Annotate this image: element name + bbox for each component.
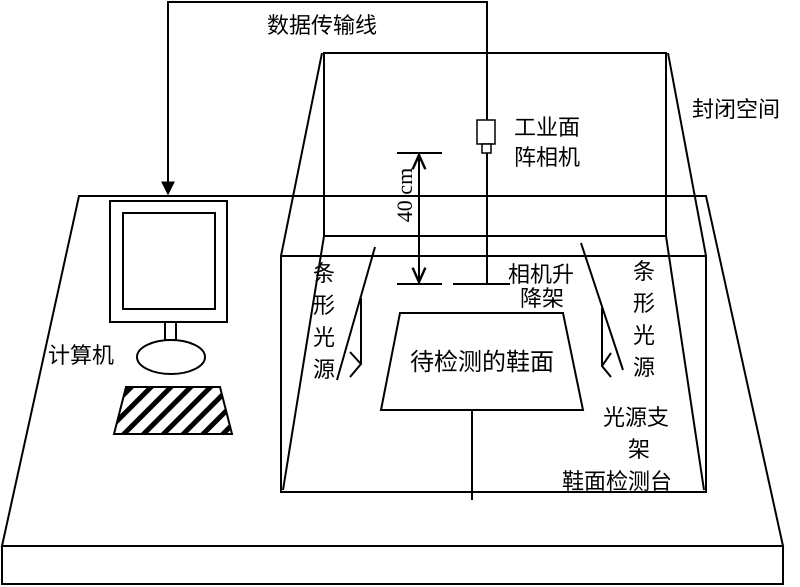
distance-label: 40 cm — [392, 168, 417, 222]
light-bracket-label-line2: 架 — [628, 438, 650, 463]
monitor-icon — [109, 200, 228, 323]
table — [0, 195, 785, 585]
distance-dimension: 40 cm — [392, 152, 442, 285]
strip-light-left-char: 形 — [313, 294, 335, 319]
strip-light-right-char: 光 — [633, 324, 655, 349]
strip-light-left-char: 条 — [313, 262, 335, 287]
camera-body-icon — [476, 119, 496, 145]
enclosure-label: 封闭空间 — [692, 98, 780, 123]
camera-label-line1: 工业面 — [514, 116, 580, 141]
camera-lift: 相机升 降架 — [453, 263, 574, 312]
enclosure-back-panel — [323, 52, 667, 237]
lift-label-line2: 降架 — [520, 287, 564, 312]
strip-light-right: 条 形 光 源 光源支 架 — [580, 242, 669, 463]
lift-label-line1: 相机升 — [508, 263, 574, 288]
inspection-table-label: 鞋面检测台 — [562, 470, 672, 495]
computer-label: 计算机 — [48, 344, 114, 369]
shoe-upper-label: 待检测的鞋面 — [410, 348, 554, 376]
monitor-base — [136, 339, 206, 375]
monitor-neck — [164, 321, 177, 341]
shoe-upper-shape — [379, 312, 585, 411]
camera-label-line2: 阵相机 — [514, 146, 580, 171]
enclosure: 封闭空间 — [280, 52, 780, 257]
keyboard-icon — [112, 386, 234, 435]
computer: 计算机 — [48, 200, 234, 435]
table-front-edge — [1, 545, 784, 585]
strip-light-right-char: 源 — [633, 356, 655, 381]
shoe-upper: 待检测的鞋面 — [379, 312, 585, 411]
camera-lens-icon — [481, 143, 492, 154]
inspection-table-box — [280, 255, 707, 493]
monitor-screen — [122, 212, 216, 310]
strip-light-left-icon — [349, 298, 362, 378]
strip-light-left-char: 光 — [313, 326, 335, 351]
strip-light-left: 条 形 光 源 — [313, 246, 376, 383]
strip-light-right-char: 形 — [633, 292, 655, 317]
strip-light-right-char: 条 — [633, 260, 655, 285]
data-cable-label: 数据传输线 — [267, 14, 377, 39]
inspection-table: 鞋面检测台 — [280, 235, 707, 500]
light-stand-left — [336, 246, 376, 381]
strip-light-left-char: 源 — [313, 358, 335, 383]
industrial-camera: 工业面 阵相机 — [476, 116, 580, 171]
light-stand-right — [580, 242, 624, 371]
light-bracket-label-line1: 光源支 — [603, 406, 669, 431]
